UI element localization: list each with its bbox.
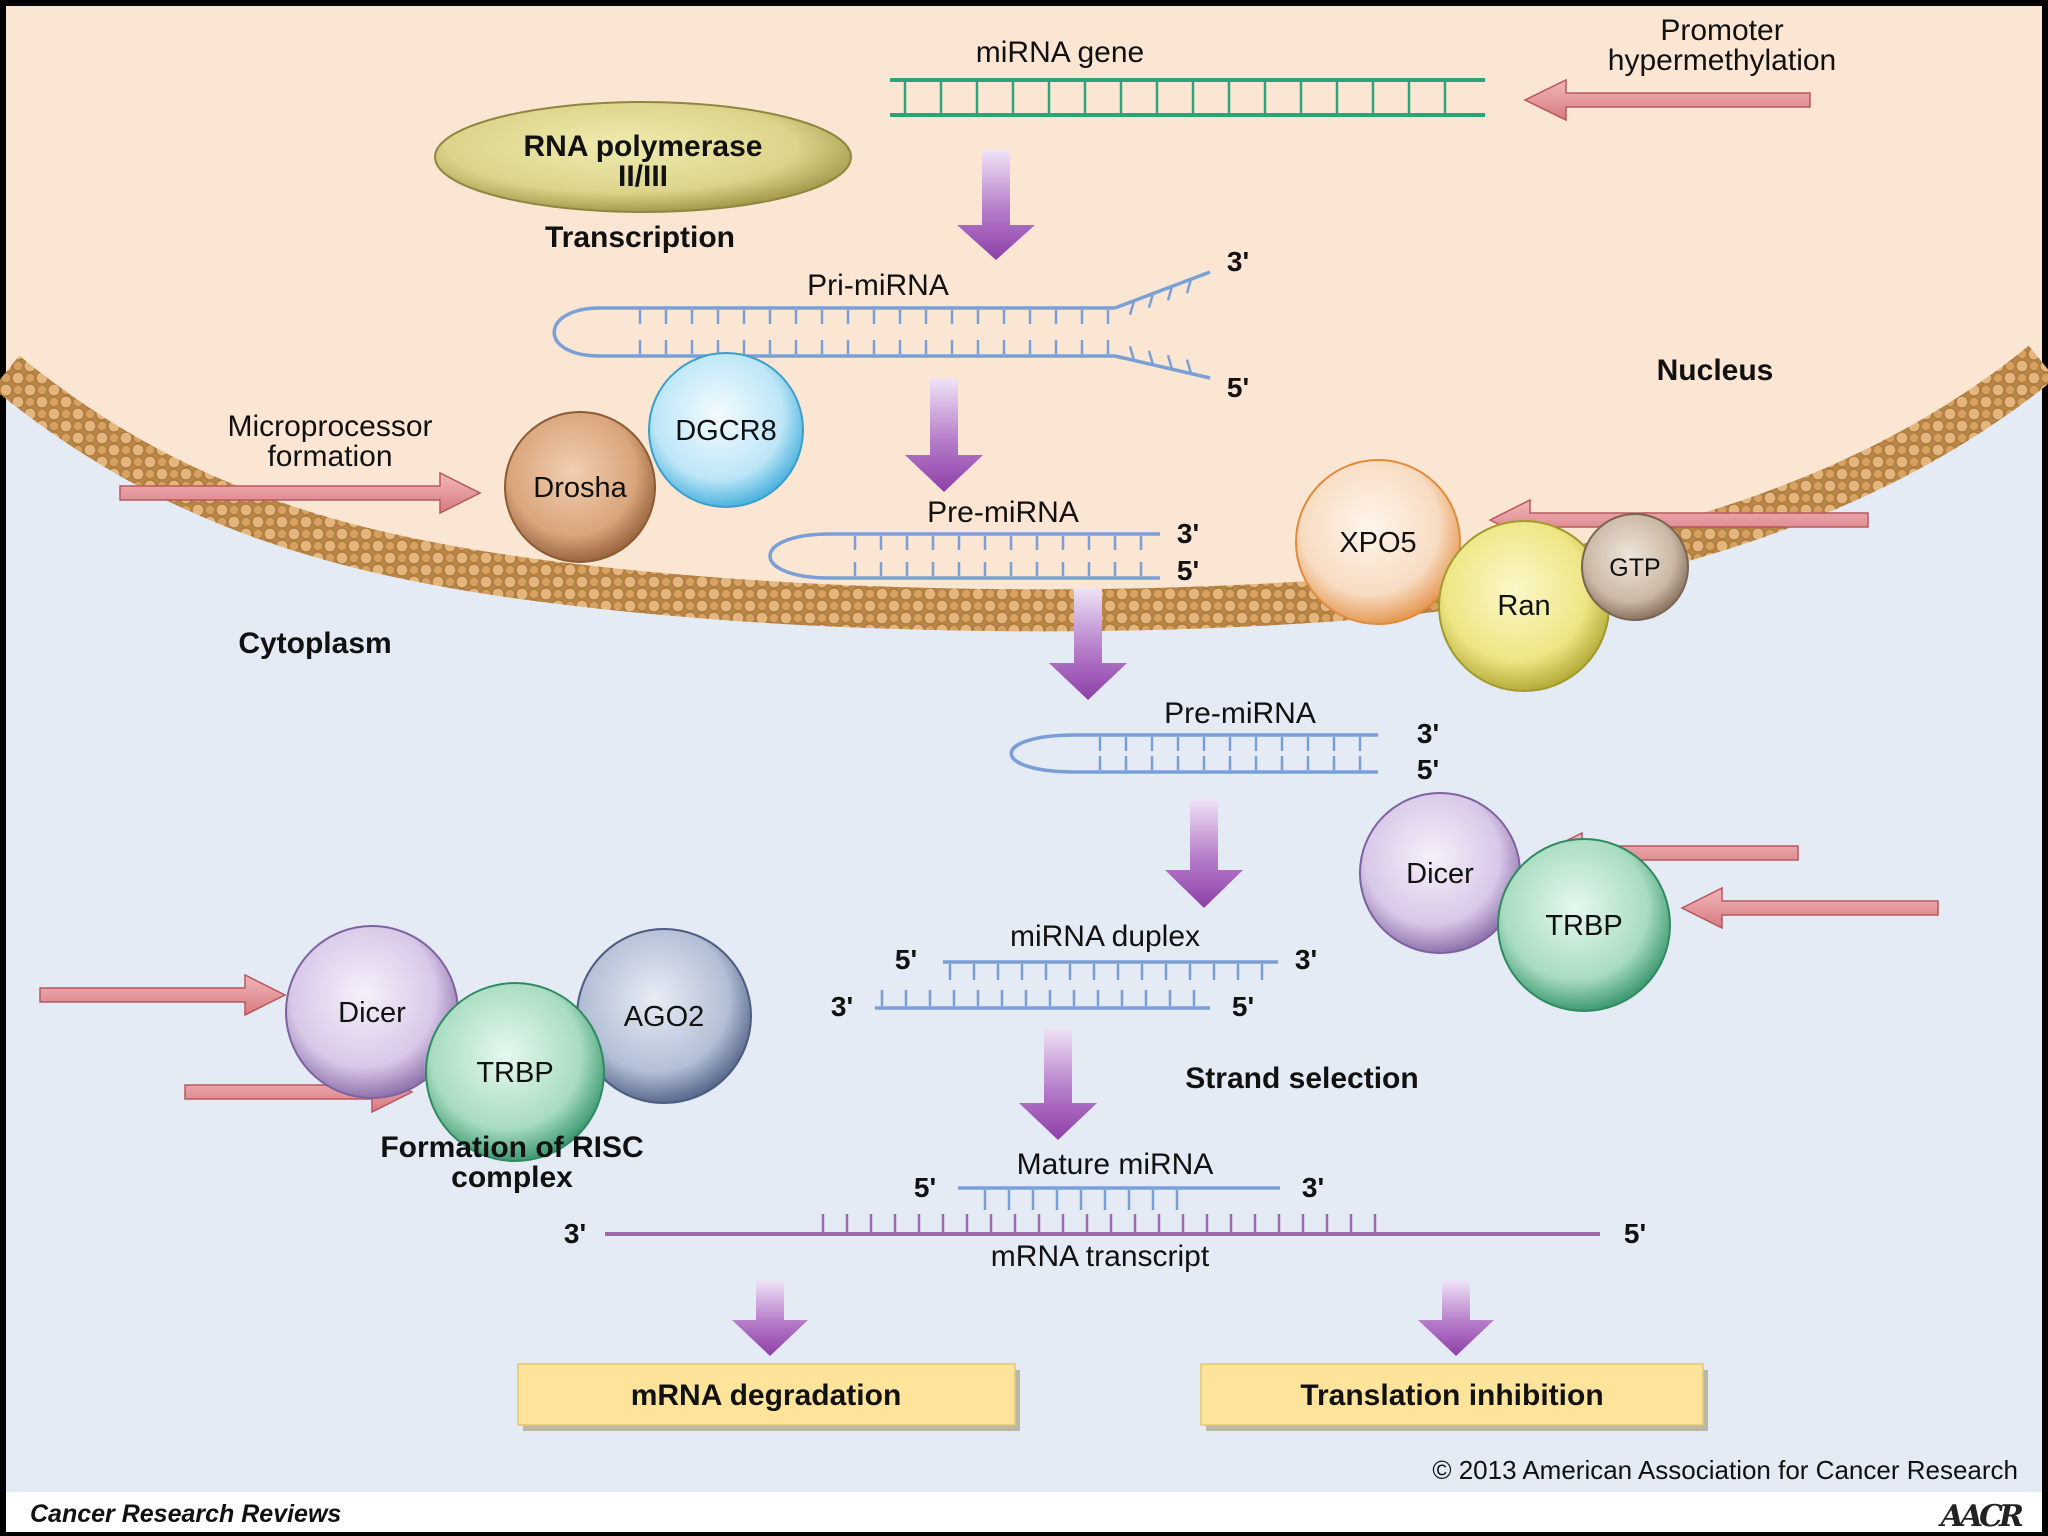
mature-3-end: 3' — [1302, 1172, 1324, 1203]
pri-mirna-5-end: 5' — [1227, 372, 1249, 403]
arrow-dicing — [1165, 798, 1243, 908]
promoter-arrow — [1523, 78, 1811, 122]
svg-text:Ran: Ran — [1497, 590, 1550, 622]
gtp-molecule: GTP — [1581, 513, 1689, 621]
svg-text:mRNA degradation: mRNA degradation — [631, 1379, 902, 1412]
pre-mirna-nucleus — [768, 532, 1160, 580]
mrna-5-end: 5' — [1624, 1218, 1646, 1249]
arrow-cropping — [905, 378, 983, 492]
duplex-bottom-3-end: 3' — [831, 991, 853, 1022]
svg-text:DGCR8: DGCR8 — [675, 415, 777, 447]
dicer-right-protein: Dicer — [1359, 792, 1521, 954]
xpo5-protein: XPO5 — [1295, 459, 1461, 625]
pre-mirna-cytoplasm — [1009, 733, 1378, 774]
rna-fray-tick — [1166, 286, 1174, 301]
risc-label-2: complex — [451, 1161, 573, 1194]
mrna-transcript-strand — [605, 1214, 1600, 1236]
trbp-left-protein: TRBP — [425, 982, 605, 1162]
rna-fray-tick — [1128, 300, 1136, 316]
cytoplasm-label: Cytoplasm — [238, 627, 391, 660]
rna-fray-tick — [1185, 359, 1193, 374]
copyright-text: © 2013 American Association for Cancer R… — [1432, 1455, 2018, 1485]
duplex-top-3-end: 3' — [1295, 944, 1317, 975]
nuclear-membrane — [0, 345, 2048, 632]
duplex-top-5-end: 5' — [895, 944, 917, 975]
dicer-left-arrow — [39, 973, 287, 1017]
microprocessor-arrow — [119, 471, 482, 515]
footer-bar — [6, 1492, 2042, 1532]
svg-text:TRBP: TRBP — [1545, 910, 1622, 942]
mirna-duplex — [875, 960, 1278, 1010]
mirna-gene-label: miRNA gene — [976, 36, 1144, 69]
rna-polymerase-label-2: II/III — [618, 160, 668, 193]
pre-mirna-nucleus-5-end: 5' — [1177, 555, 1199, 586]
promoter-label-2: hypermethylation — [1608, 44, 1836, 77]
pre-mirna-nucleus-label: Pre-miRNA — [927, 496, 1079, 529]
svg-text:GTP: GTP — [1609, 554, 1660, 582]
arrow-strand-selection — [1019, 1028, 1097, 1140]
outcome-degradation: mRNA degradation — [517, 1363, 1020, 1431]
transcription-label: Transcription — [545, 221, 735, 254]
pri-mirna-label: Pri-miRNA — [807, 269, 949, 302]
mrna-transcript-label: mRNA transcript — [991, 1240, 1210, 1273]
ago2-protein: AGO2 — [576, 928, 752, 1104]
rna-fray-tick — [1147, 350, 1155, 366]
pre-mirna-nucleus-3-end: 3' — [1177, 518, 1199, 549]
duplex-bottom-5-end: 5' — [1232, 991, 1254, 1022]
dgcr8-protein: DGCR8 — [648, 352, 804, 508]
rna-polymerase: RNA polymerase II/III — [434, 101, 852, 213]
mirna-duplex-label: miRNA duplex — [1010, 920, 1200, 953]
pre-mirna-cytoplasm-3-end: 3' — [1417, 718, 1439, 749]
arrow-inhibition — [1418, 1280, 1494, 1356]
svg-text:AGO2: AGO2 — [624, 1001, 705, 1033]
mature-5-end: 5' — [914, 1172, 936, 1203]
journal-name: Cancer Research Reviews — [30, 1500, 341, 1528]
mature-mirna-label: Mature miRNA — [1017, 1148, 1214, 1181]
rna-fray-tick — [1147, 293, 1155, 308]
risc-label-1: Formation of RISC — [380, 1131, 643, 1164]
drosha-protein: Drosha — [504, 411, 656, 563]
svg-text:Dicer: Dicer — [1406, 858, 1474, 890]
arrow-transcription — [957, 150, 1035, 260]
rna-polymerase-label-1: RNA polymerase — [524, 130, 763, 163]
trbp-right-protein: TRBP — [1497, 838, 1671, 1012]
svg-text:XPO5: XPO5 — [1339, 527, 1416, 559]
rna-fray-tick — [1185, 278, 1193, 294]
pre-mirna-cytoplasm-label: Pre-miRNA — [1164, 697, 1316, 730]
pri-mirna-hairpin — [552, 270, 1211, 380]
mrna-3-end: 3' — [564, 1218, 586, 1249]
rna-fray-tick — [1166, 354, 1174, 370]
svg-text:Drosha: Drosha — [533, 472, 627, 504]
ran-protein: Ran — [1438, 520, 1610, 692]
aacr-logo: AACR — [1938, 1499, 2023, 1534]
nucleus-label: Nucleus — [1657, 354, 1774, 387]
arrow-export — [1049, 588, 1127, 700]
process-arrows — [732, 150, 1494, 1356]
outcome-inhibition: Translation inhibition — [1200, 1363, 1708, 1431]
strand-selection-label: Strand selection — [1185, 1062, 1418, 1095]
microprocessor-label-2: formation — [267, 440, 392, 473]
svg-text:Dicer: Dicer — [338, 997, 406, 1029]
microprocessor-label-1: Microprocessor — [227, 410, 432, 443]
pri-mirna-3-end: 3' — [1227, 246, 1249, 277]
mirna-gene-dna — [890, 78, 1485, 117]
mature-mirna-strand — [958, 1186, 1280, 1210]
svg-text:TRBP: TRBP — [476, 1057, 553, 1089]
rna-fray-tick — [1128, 346, 1136, 361]
svg-text:Translation inhibition: Translation inhibition — [1300, 1379, 1603, 1412]
trbp-right-arrow — [1680, 886, 1939, 930]
pre-mirna-cytoplasm-5-end: 5' — [1417, 754, 1439, 785]
promoter-label-1: Promoter — [1660, 14, 1783, 47]
arrow-degradation — [732, 1280, 808, 1356]
